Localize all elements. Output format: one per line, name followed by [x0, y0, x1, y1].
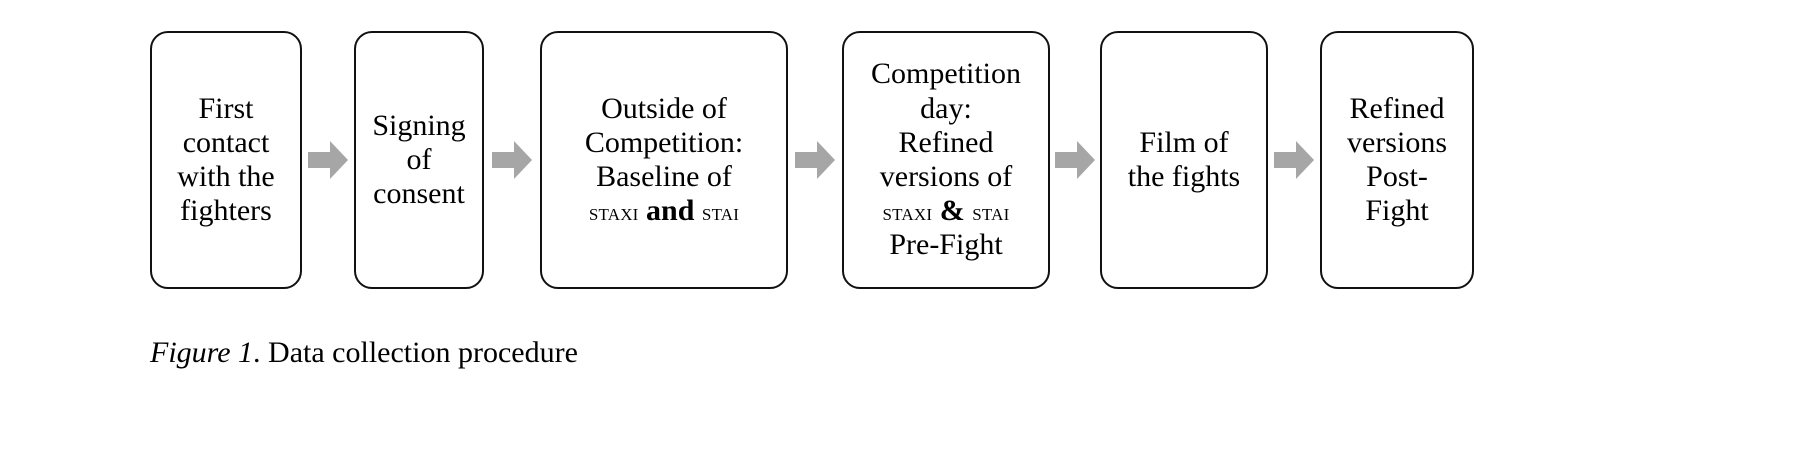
flow-step-6-line-2: versions: [1347, 125, 1447, 159]
instrument-conjunction-3: and: [646, 194, 695, 228]
flow-step-5-line-2: the fights: [1127, 160, 1241, 193]
right-arrow-icon-1: [302, 137, 354, 183]
flow-step-6-line-4: Fight: [1365, 194, 1429, 228]
figure-caption-separator: .: [253, 336, 269, 369]
flow-step-4-line-1: Competition: [871, 57, 1021, 91]
figure-caption-text: Data collection procedure: [268, 336, 578, 369]
flow-step-2-line-1: Signing: [372, 108, 466, 142]
instrument-stai-4: STAI: [972, 200, 1010, 227]
flow-step-4-line-3: Refined: [898, 125, 994, 159]
flow-step-4-text: Competition day: Refined versions of STA…: [850, 57, 1042, 262]
flow-step-3-line-1: Outside of: [601, 91, 727, 125]
flow-step-6-text: Refined versions Post- Fight: [1328, 92, 1466, 229]
flow-step-4-trailing-line: Pre-Fight: [889, 228, 1003, 262]
flow-step-5-line-1: Film of: [1139, 125, 1229, 159]
instrument-staxi-4: STAXI: [882, 200, 933, 227]
instrument-conjunction-4: &: [939, 194, 965, 228]
flow-step-3-line-2: Competition:: [584, 125, 744, 159]
flow-step-2-text: Signing of consent: [362, 109, 476, 212]
flow-step-1-line-3: with the: [177, 160, 275, 193]
flow-step-6-line-1: Refined: [1349, 91, 1445, 125]
flow-step-4-line-4: versions of: [879, 160, 1013, 193]
flow-step-1-line-4: fighters: [180, 194, 272, 228]
instrument-staxi-3: STAXI: [588, 200, 639, 227]
instrument-stai-3: STAI: [701, 200, 740, 227]
figure-caption: Figure 1. Data collection procedure: [150, 336, 578, 370]
flow-step-1-line-2: contact: [182, 125, 270, 159]
flow-step-film-of-the-fights[interactable]: Film of the fights: [1100, 31, 1268, 289]
right-arrow-icon-5: [1268, 137, 1320, 183]
flow-step-5-text: Film of the fights: [1108, 126, 1260, 194]
flow-step-competition-day-pre-fight[interactable]: Competition day: Refined versions of STA…: [842, 31, 1050, 289]
flow-step-3-text: Outside of Competition: Baseline of STAX…: [548, 92, 780, 229]
flow-step-4-line-2: day:: [920, 91, 972, 125]
right-arrow-icon-3: [788, 137, 842, 183]
flow-step-2-line-3: consent: [373, 177, 465, 211]
flow-step-outside-of-competition-baseline[interactable]: Outside of Competition: Baseline of STAX…: [540, 31, 788, 289]
flow-step-first-contact[interactable]: First contact with the fighters: [150, 31, 302, 289]
right-arrow-icon-2: [484, 137, 540, 183]
flowchart: First contact with the fighters Signing …: [150, 30, 1550, 290]
flow-step-3-instrument-line: STAXI and STAI: [548, 194, 780, 228]
right-arrow-icon-4: [1050, 137, 1100, 183]
flow-step-2-line-2: of: [406, 142, 432, 176]
flow-step-signing-of-consent[interactable]: Signing of consent: [354, 31, 484, 289]
figure-caption-label: Figure 1: [150, 336, 254, 369]
flow-step-3-line-3: Baseline of: [596, 160, 732, 193]
flow-step-4-instrument-line: STAXI & STAI: [850, 194, 1042, 228]
flow-step-6-line-3: Post-: [1366, 160, 1428, 193]
flow-step-1-text: First contact with the fighters: [158, 92, 294, 229]
flow-step-refined-versions-post-fight[interactable]: Refined versions Post- Fight: [1320, 31, 1474, 289]
flow-step-1-line-1: First: [198, 91, 254, 125]
